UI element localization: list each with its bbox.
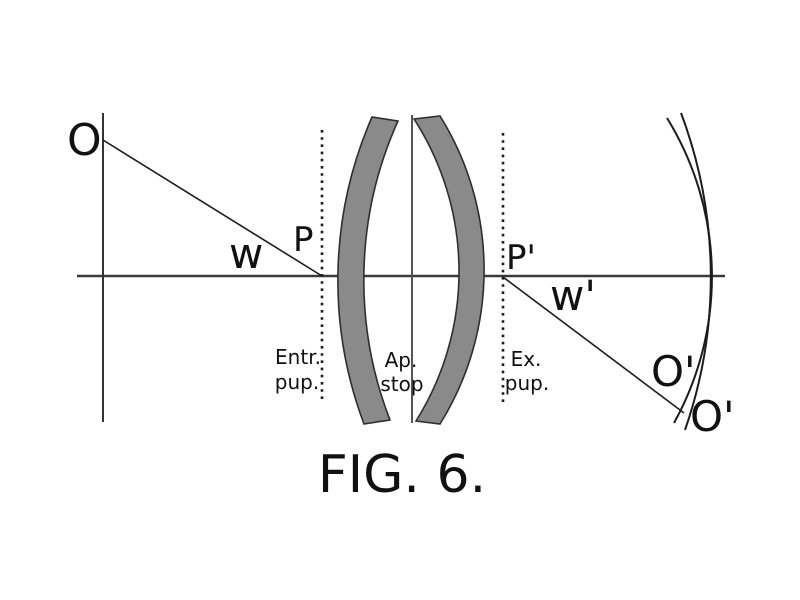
- entrance-pupil-caption-line2: pup.: [275, 370, 319, 394]
- figure-title: FIG. 6.: [318, 445, 486, 505]
- aperture-stop-caption-line1: Ap.: [385, 348, 418, 372]
- entrance-pupil-caption-line1: Entr.: [275, 345, 321, 369]
- entrance-pupil-point-label: P: [293, 220, 314, 260]
- image-point-outer-label: O': [690, 392, 735, 441]
- rear-lens-element: [412, 115, 485, 425]
- object-point-label: O: [67, 115, 102, 166]
- exit-pupil-caption-line2: pup.: [505, 371, 549, 395]
- incident-chief-ray: [102, 139, 323, 277]
- image-surface-arc-outer: [680, 112, 712, 431]
- image-point-inner-label: O': [651, 347, 696, 396]
- image-surface-arc-inner: [666, 117, 713, 424]
- exit-pupil-point-label: P': [506, 238, 536, 278]
- exiting-chief-ray: [502, 276, 685, 414]
- exit-pupil-caption-line1: Ex.: [511, 347, 542, 371]
- object-field-angle-label: w: [229, 229, 263, 278]
- image-field-angle-label: w': [550, 271, 596, 320]
- aperture-stop-caption-line2: stop: [380, 372, 423, 396]
- front-lens-element: [337, 116, 400, 425]
